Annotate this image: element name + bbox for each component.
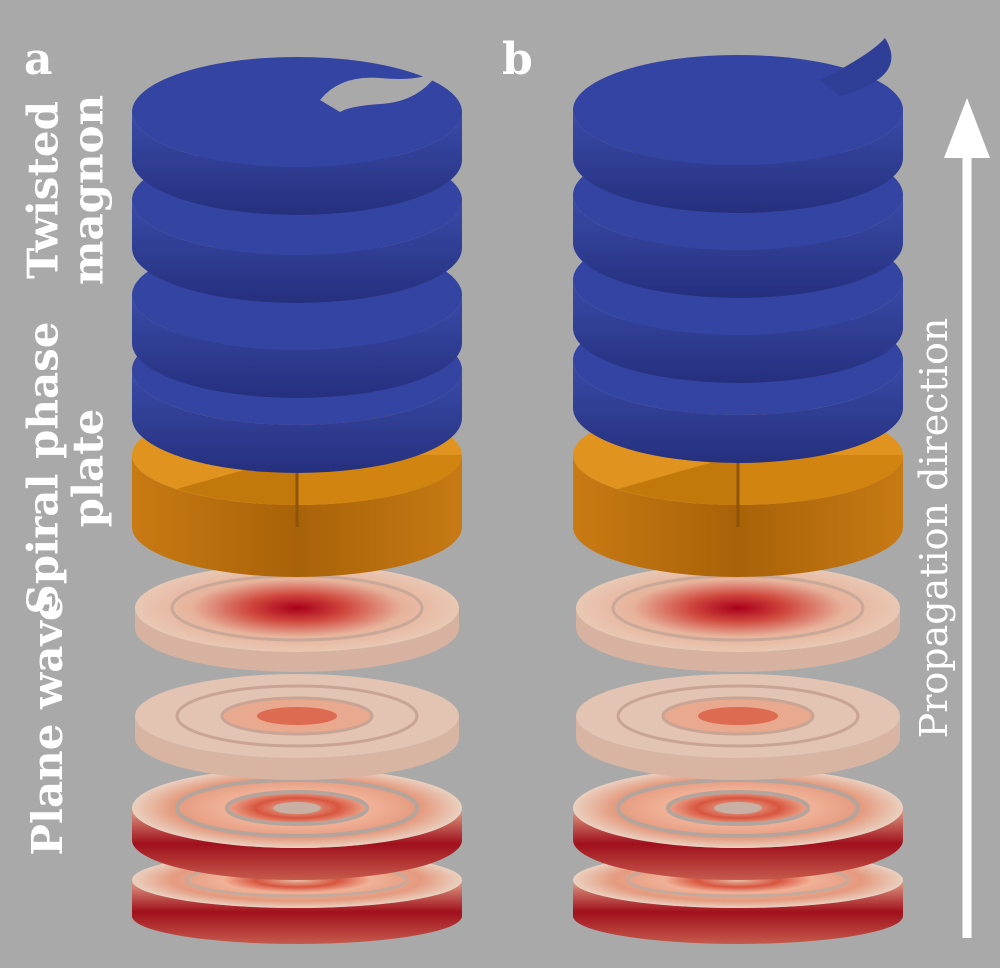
propagation-arrow bbox=[944, 98, 990, 938]
twisted-magnon-line-2: magnon bbox=[64, 94, 113, 286]
panel-a-illustration bbox=[130, 57, 464, 946]
plane-wave-label: Plane wave bbox=[23, 594, 72, 856]
spiral-phase-plate-line-2: plate bbox=[64, 408, 113, 528]
propagation-direction-label: Propagation direction bbox=[912, 317, 956, 739]
panel-b-illustration bbox=[571, 38, 905, 946]
spiral-phase-plate-label: Spiral phase plate bbox=[18, 321, 113, 615]
panel-label-a: a bbox=[24, 34, 53, 85]
spiral-phase-plate-line-1: Spiral phase bbox=[18, 321, 68, 615]
twisted-magnon-line-1: Twisted bbox=[18, 101, 68, 279]
panel-label-b: b bbox=[502, 34, 533, 85]
twisted-magnon-label: Twisted magnon bbox=[18, 94, 113, 286]
